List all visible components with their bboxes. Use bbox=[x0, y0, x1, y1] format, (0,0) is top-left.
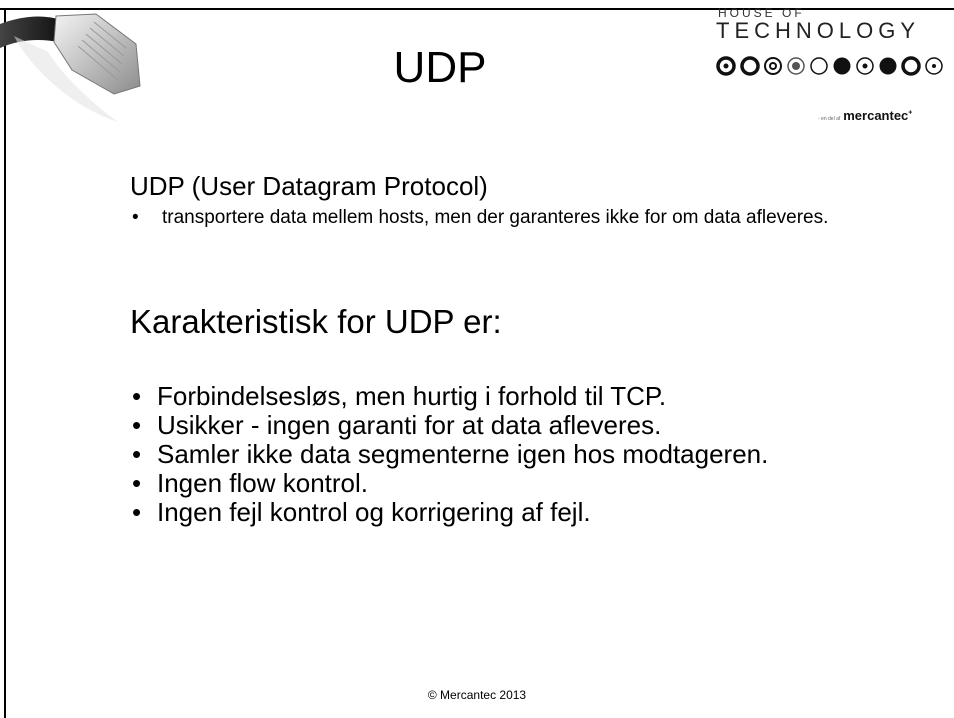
slide-title: UDP bbox=[393, 43, 487, 92]
characteristic-item: Samler ikke data segmenterne igen hos mo… bbox=[130, 440, 890, 470]
logo-tagline-small: - en del af bbox=[818, 116, 841, 122]
logo-line2: TECHNOLOGY bbox=[716, 18, 921, 43]
logo-brand: mercantec bbox=[843, 108, 909, 123]
intro-bullet-list: transportere data mellem hosts, men der … bbox=[130, 205, 890, 230]
characteristics-heading: Karakteristisk for UDP er: bbox=[130, 303, 502, 340]
protocol-heading: UDP (User Datagram Protocol) bbox=[130, 171, 488, 201]
characteristic-item: Forbindelsesløs, men hurtig i forhold ti… bbox=[130, 382, 890, 412]
network-cable-icon bbox=[0, 13, 141, 122]
logo-dots-icon bbox=[716, 56, 943, 76]
top-border bbox=[0, 8, 954, 10]
intro-bullet: transportere data mellem hosts, men der … bbox=[130, 205, 890, 230]
characteristics-list: Forbindelsesløs, men hurtig i forhold ti… bbox=[130, 382, 890, 528]
logo-brand-mark: + bbox=[908, 109, 913, 117]
left-border bbox=[4, 8, 6, 718]
characteristic-item: Ingen fejl kontrol og korrigering af fej… bbox=[130, 498, 890, 528]
characteristic-item: Ingen flow kontrol. bbox=[130, 469, 890, 499]
logo-line1: HOUSE OF bbox=[718, 6, 805, 20]
characteristic-item: Usikker - ingen garanti for at data afle… bbox=[130, 411, 890, 441]
footer-copyright: © Mercantec 2013 bbox=[427, 688, 527, 702]
